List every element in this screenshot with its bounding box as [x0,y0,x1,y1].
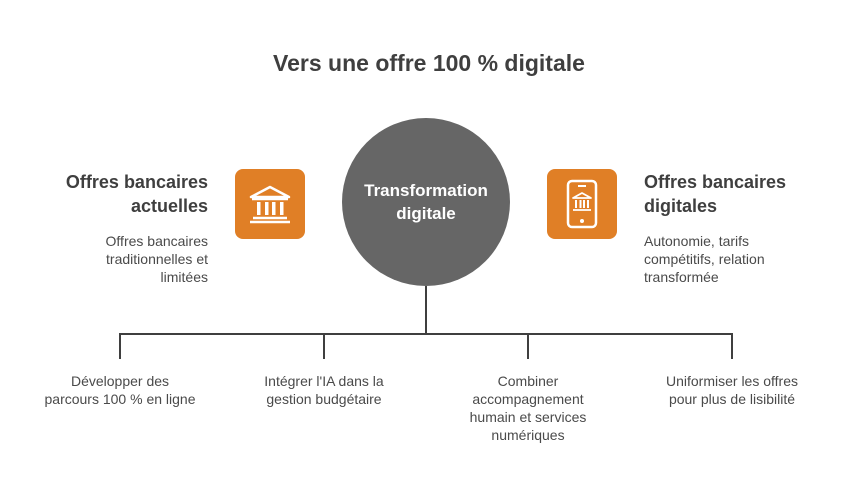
branch-text-2: Intégrer l'IA dans la gestion budgétaire [234,372,414,408]
branch-3-line-4: numériques [491,427,565,443]
branch-2-line-2: gestion budgétaire [266,391,382,407]
branch-3-line-2: accompagnement [472,391,584,407]
right-title-line-2: digitales [644,196,718,216]
branch-3-line-3: humain et services [469,409,587,425]
left-title-line-2: actuelles [130,196,208,216]
branch-text-3: Combiner accompagnement humain et servic… [438,372,618,444]
branch-1-line-2: parcours 100 % en ligne [44,391,196,407]
left-title: Offres bancaires actuelles [28,170,208,218]
center-circle: Transformation digitale [342,118,510,286]
right-description: Autonomie, tarifs compétitifs, relation … [644,232,824,286]
bank-icon [249,185,291,224]
left-desc-line-1: Offres bancaires [105,233,208,249]
mobile-bank-icon-box [547,169,617,239]
right-desc-line-1: Autonomie, tarifs [644,233,750,249]
branch-4-line-1: Uniformiser les offres [665,373,798,389]
left-desc-line-2: traditionnelles et [106,251,208,267]
right-desc-line-2: compétitifs, relation [644,251,765,267]
mobile-bank-icon [566,179,598,229]
right-title-line-1: Offres bancaires [644,172,787,192]
center-line-2: digitale [396,204,456,223]
bank-icon-box [235,169,305,239]
left-title-line-1: Offres bancaires [65,172,208,192]
branch-1-line-1: Développer des [70,373,170,389]
branch-text-4: Uniformiser les offres pour plus de lisi… [642,372,822,408]
left-desc-line-3: limitées [160,269,208,285]
center-line-1: Transformation [364,181,488,200]
left-description: Offres bancaires traditionnelles et limi… [40,232,208,286]
branch-text-1: Développer des parcours 100 % en ligne [30,372,210,408]
right-desc-line-3: transformée [644,269,719,285]
branch-2-line-1: Intégrer l'IA dans la [264,373,384,389]
branch-3-line-1: Combiner [497,373,559,389]
diagram-title: Vers une offre 100 % digitale [273,50,585,76]
right-title: Offres bancaires digitales [644,170,834,218]
branch-4-line-2: pour plus de lisibilité [668,391,796,407]
